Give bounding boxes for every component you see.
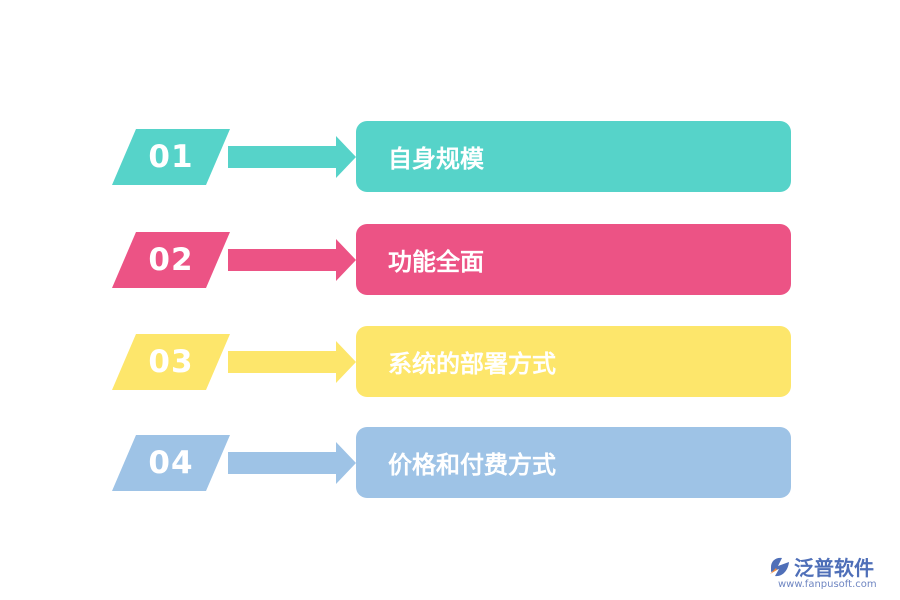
item-label-box-2: 功能全面	[356, 224, 791, 295]
logo-url: www.fanpusoft.com	[778, 579, 877, 590]
number-parallelogram-3	[112, 334, 230, 390]
item-row-3: 03 系统的部署方式	[0, 326, 900, 398]
item-row-2: 02 功能全面	[0, 224, 900, 296]
item-label-2: 功能全面	[388, 248, 484, 276]
logo-icon	[770, 557, 789, 577]
item-label-3: 系统的部署方式	[388, 350, 556, 378]
item-label-box-4: 价格和付费方式	[356, 427, 791, 498]
item-label-1: 自身规模	[388, 145, 484, 173]
item-row-1: 01 自身规模	[0, 121, 900, 193]
logo-name: 泛普软件	[794, 556, 874, 580]
arrow-right-icon	[228, 239, 356, 281]
item-number-1: 01	[148, 139, 194, 175]
number-parallelogram-4	[112, 435, 230, 491]
item-label-4: 价格和付费方式	[388, 451, 556, 479]
item-number-4: 04	[148, 445, 194, 481]
item-label-box-3: 系统的部署方式	[356, 326, 791, 397]
arrow-right-icon	[228, 341, 356, 383]
number-parallelogram-1	[112, 129, 230, 185]
item-number-3: 03	[148, 344, 194, 380]
arrow-right-icon	[228, 136, 356, 178]
item-row-4: 04 价格和付费方式	[0, 427, 900, 499]
number-parallelogram-2	[112, 232, 230, 288]
item-label-box-1: 自身规模	[356, 121, 791, 192]
item-number-2: 02	[148, 242, 194, 278]
brand-logo: 泛普软件 www.fanpusoft.com	[768, 552, 893, 596]
arrow-right-icon	[228, 442, 356, 484]
